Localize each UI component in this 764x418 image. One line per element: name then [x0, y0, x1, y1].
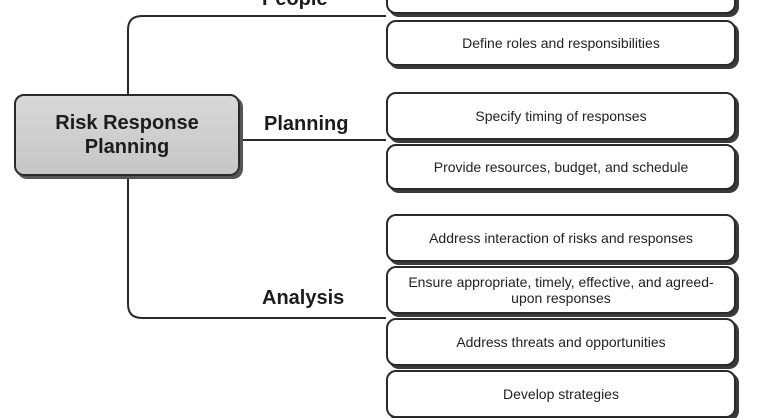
- leaf-people-2: Define roles and responsibilities: [386, 20, 736, 66]
- leaf-text: Provide resources, budget, and schedule: [433, 159, 689, 175]
- leaf-text: Define roles and responsibilities: [462, 35, 660, 51]
- group-label-people: People: [262, 0, 328, 11]
- leaf-analysis-2: Ensure appropriate, timely, effective, a…: [386, 266, 736, 314]
- leaf-people-1: [386, 0, 736, 14]
- leaf-planning-2: Provide resources, budget, and schedule: [386, 144, 736, 190]
- connector-lines: [127, 15, 386, 319]
- group-label-analysis: Analysis: [262, 287, 345, 309]
- leaf-text: Address interaction of risks and respons…: [429, 230, 693, 246]
- group-label-planning: Planning: [264, 113, 349, 135]
- mind-map-diagram: Risk Response Planning People Planning A…: [14, 0, 736, 418]
- leaf-text: Specify timing of responses: [475, 108, 647, 124]
- leaf-text: Address threats and opportunities: [456, 334, 666, 350]
- leaf-analysis-3: Address threats and opportunities: [386, 318, 736, 366]
- leaf-text: Ensure appropriate, timely, effective, a…: [408, 274, 714, 306]
- leaf-analysis-1: Address interaction of risks and respons…: [386, 214, 736, 262]
- connector-analysis: [127, 176, 386, 319]
- leaf-planning-1: Specify timing of responses: [386, 92, 736, 140]
- leaf-analysis-4: Develop strategies: [386, 370, 736, 418]
- leaf-text: Develop strategies: [503, 386, 619, 402]
- central-topic-box: Risk Response Planning: [14, 94, 240, 176]
- connector-people: [127, 15, 386, 94]
- central-topic-label: Risk Response Planning: [55, 112, 199, 158]
